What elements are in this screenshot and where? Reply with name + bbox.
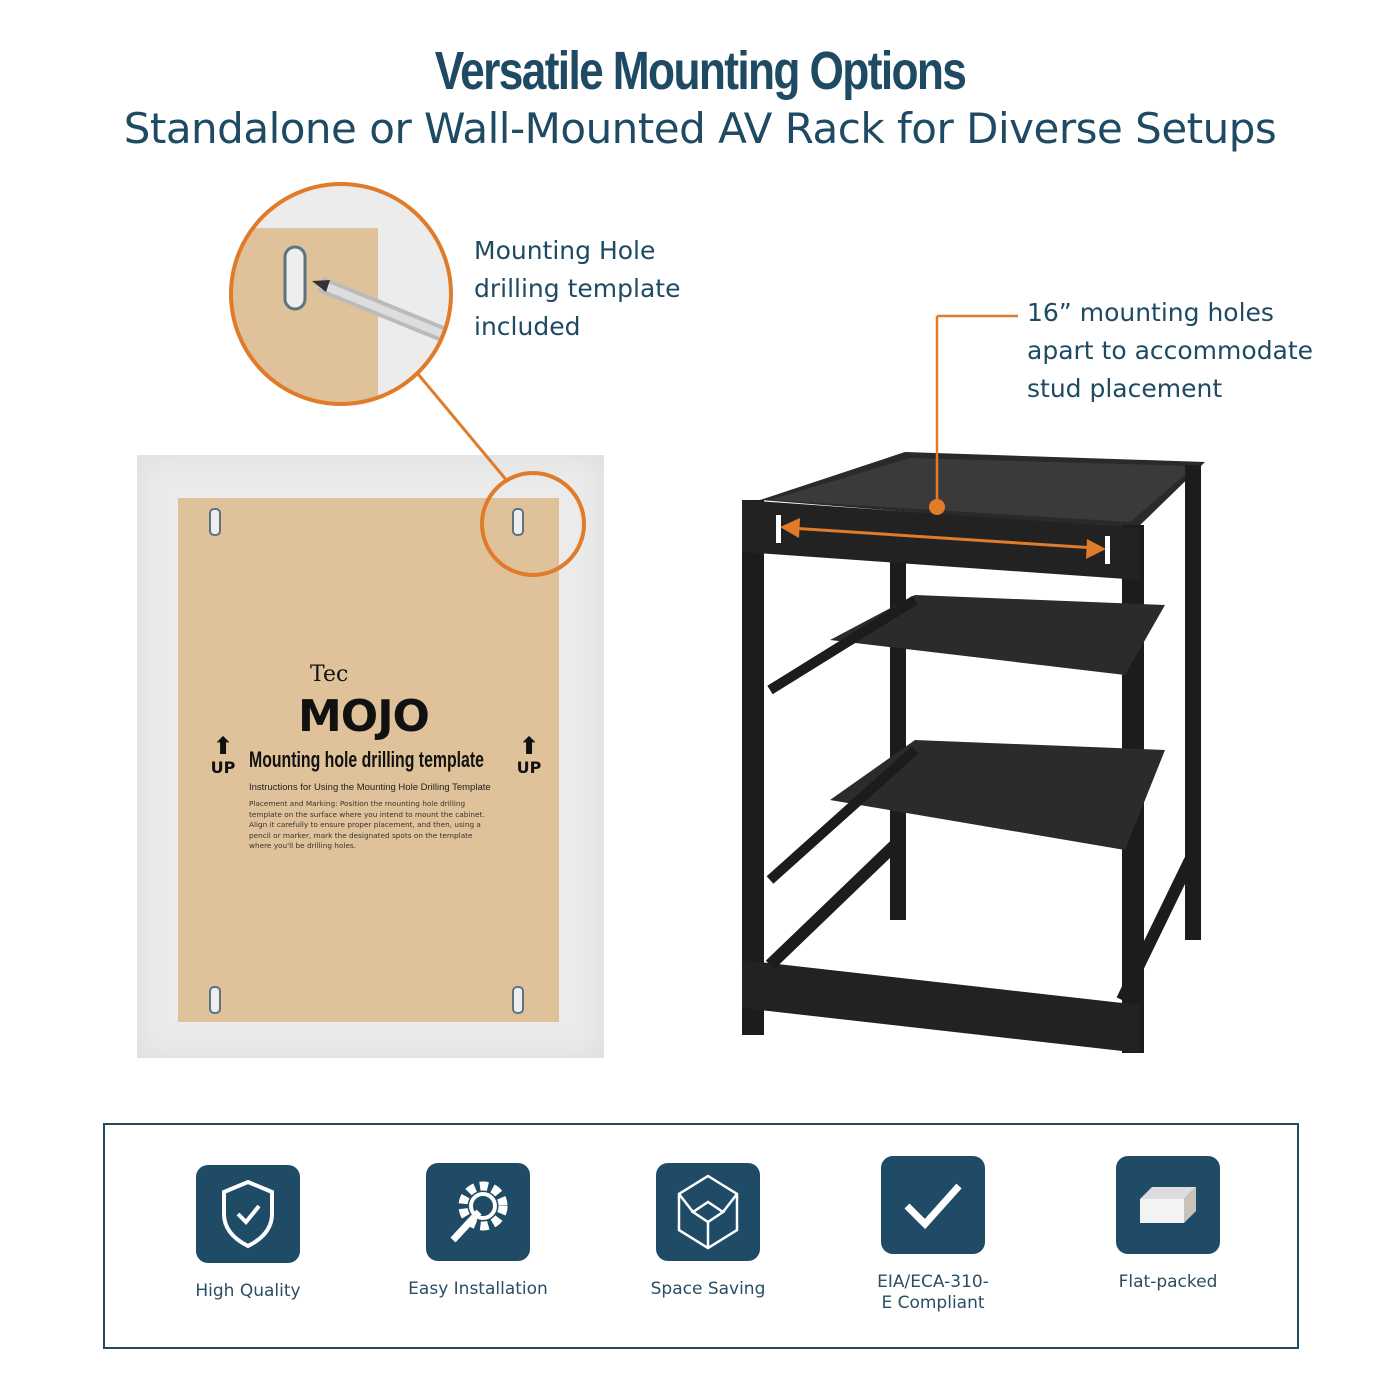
up-label: UP <box>210 758 236 777</box>
keyhole-icon <box>209 508 221 536</box>
callout-line: included <box>474 312 581 341</box>
callout-holes: 16” mounting holes apart to accommodate … <box>1027 294 1313 408</box>
callout-graphics <box>229 182 1205 1053</box>
callout-line: Mounting Hole <box>474 236 656 265</box>
arrow-up-icon: ⬆ <box>212 732 234 760</box>
feature-eia-compliant: EIA/ECA-310-E Compliant <box>833 1156 1033 1314</box>
feature-label: Space Saving <box>650 1279 766 1299</box>
callout-line: stud placement <box>1027 374 1223 403</box>
callout-line: 16” mounting holes <box>1027 298 1274 327</box>
up-indicator-left: ⬆ UP <box>208 733 238 777</box>
gear-wrench-icon <box>426 1163 530 1261</box>
drilling-template <box>178 498 559 1022</box>
logo-mojo: MOJO <box>298 691 430 742</box>
callout-template: Mounting Hole drilling template included <box>474 232 680 346</box>
keyhole-icon <box>209 986 221 1014</box>
magnifier-detail <box>231 184 451 404</box>
cube-icon <box>656 1163 760 1261</box>
feature-label: High Quality <box>195 1281 301 1301</box>
callout-line: apart to accommodate <box>1027 336 1314 365</box>
template-heading: Mounting hole drilling template <box>249 747 484 772</box>
callout-line: drilling template <box>474 274 681 303</box>
feature-high-quality: High Quality <box>148 1165 348 1302</box>
features-panel: High Quality Easy Installation Space Sav… <box>103 1123 1299 1349</box>
page-subtitle: Standalone or Wall-Mounted AV Rack for D… <box>123 104 1277 153</box>
logo-tec: Tec <box>310 662 349 687</box>
box-icon <box>1116 1156 1220 1254</box>
template-instructions: Placement and Marking: Position the moun… <box>249 799 485 850</box>
checkmark-icon <box>881 1156 985 1254</box>
up-label: UP <box>516 758 542 777</box>
keyhole-icon <box>512 986 524 1014</box>
template-subheading: Instructions for Using the Mounting Hole… <box>249 782 491 793</box>
keyhole-icon <box>512 508 524 536</box>
arrow-up-icon: ⬆ <box>518 732 540 760</box>
measurement-arrow <box>789 526 1096 550</box>
feature-flat-packed: Flat-packed <box>1068 1156 1268 1293</box>
feature-label: Flat-packed <box>1118 1272 1218 1292</box>
feature-easy-installation: Easy Installation <box>378 1163 578 1300</box>
feature-label: Easy Installation <box>408 1279 548 1299</box>
shield-check-icon <box>196 1165 300 1263</box>
av-rack-illustration <box>742 452 1205 1053</box>
feature-label: EIA/ECA-310-E Compliant <box>877 1272 989 1313</box>
magnifier-circle <box>229 182 453 406</box>
feature-space-saving: Space Saving <box>608 1163 808 1300</box>
page-title: Versatile Mounting Options <box>434 41 967 101</box>
up-indicator-right: ⬆ UP <box>514 733 544 777</box>
highlight-circle <box>480 471 586 577</box>
